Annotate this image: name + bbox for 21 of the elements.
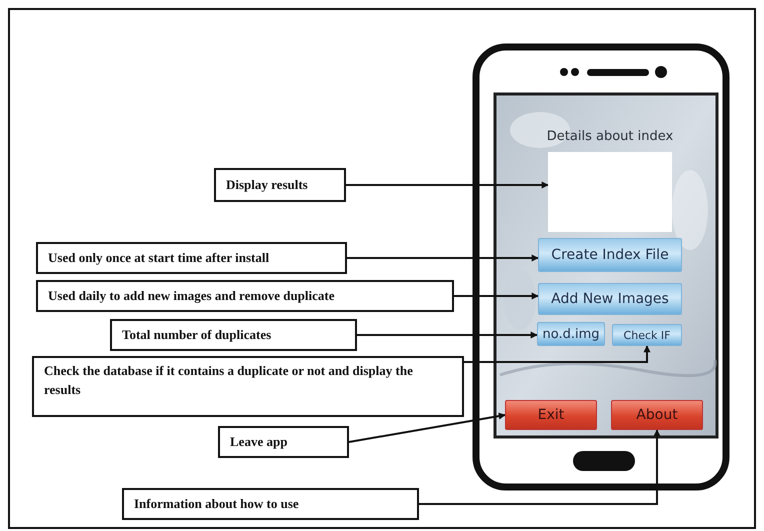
arrow xyxy=(454,292,539,300)
arrow xyxy=(464,345,650,363)
callout-box: Display results xyxy=(214,168,346,202)
arrow xyxy=(419,429,660,505)
callout-box: Used only once at start time after install xyxy=(36,242,347,274)
callout-box: Check the database if it contains a duplicate or not and display the results xyxy=(32,356,464,417)
exit-button: Exit xyxy=(505,400,597,430)
count-display: no.d.img xyxy=(537,322,605,346)
create-index-button: Create Index File xyxy=(538,238,682,272)
check-button: Check IF xyxy=(612,324,682,346)
panel-heading: Details about index xyxy=(546,128,674,146)
add-images-button: Add New Images xyxy=(538,283,682,315)
arrow xyxy=(348,412,506,443)
callout-box: Total number of duplicates xyxy=(110,319,357,351)
callout-box: Leave app xyxy=(218,426,349,458)
callout-box: Used daily to add new images and remove duplicate xyxy=(36,280,454,312)
arrow xyxy=(357,332,538,338)
about-button: About xyxy=(611,400,703,430)
arrow xyxy=(347,254,539,262)
callout-box: Information about how to use xyxy=(122,488,419,520)
arrow xyxy=(346,182,549,188)
